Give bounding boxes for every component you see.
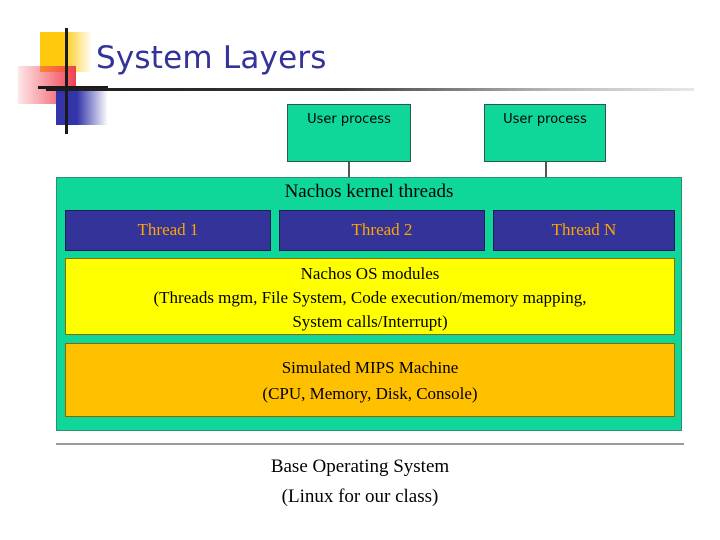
thread-box-n[interactable]: Thread N — [493, 210, 675, 251]
user-process-box-2[interactable]: User process — [484, 104, 606, 162]
os-modules-line-2: (Threads mgm, File System, Code executio… — [153, 288, 587, 307]
kernel-title-label: Nachos kernel threads — [284, 181, 454, 202]
crosshair-horizontal-line-icon — [38, 86, 108, 89]
thread-label: Thread 2 — [351, 220, 413, 239]
user-process-box-1[interactable]: User process — [287, 104, 411, 162]
nachos-os-modules-box[interactable]: Nachos OS modules (Threads mgm, File Sys… — [65, 258, 675, 335]
base-os-line-2: (Linux for our class) — [281, 486, 439, 507]
thread-label: Thread 1 — [137, 220, 199, 239]
crosshair-vertical-line-icon — [65, 28, 68, 134]
os-modules-line-3: System calls/Interrupt) — [292, 312, 448, 331]
mips-line-2: (CPU, Memory, Disk, Console) — [262, 384, 478, 403]
thread-box-2[interactable]: Thread 2 — [279, 210, 485, 251]
base-os-line-1: Base Operating System — [270, 456, 450, 477]
blue-square-icon — [56, 90, 108, 125]
os-modules-line-1: Nachos OS modules — [300, 264, 440, 283]
mips-line-1: Simulated MIPS Machine — [281, 358, 459, 377]
user-process-label: User process — [307, 112, 391, 127]
base-operating-system-caption: Base Operating System (Linux for our cla… — [0, 452, 720, 512]
design-accent-graphic — [18, 28, 133, 138]
page-title: System Layers — [96, 40, 327, 76]
nachos-kernel-container: Nachos kernel threads Thread 1 Thread 2 … — [56, 177, 682, 431]
title-underline-rule — [46, 88, 694, 91]
user-process-label: User process — [503, 112, 587, 127]
thread-row: Thread 1 Thread 2 Thread N — [65, 210, 675, 251]
simulated-mips-machine-box[interactable]: Simulated MIPS Machine (CPU, Memory, Dis… — [65, 343, 675, 417]
bottom-separator-rule — [56, 443, 684, 445]
thread-label: Thread N — [551, 220, 617, 239]
thread-box-1[interactable]: Thread 1 — [65, 210, 271, 251]
